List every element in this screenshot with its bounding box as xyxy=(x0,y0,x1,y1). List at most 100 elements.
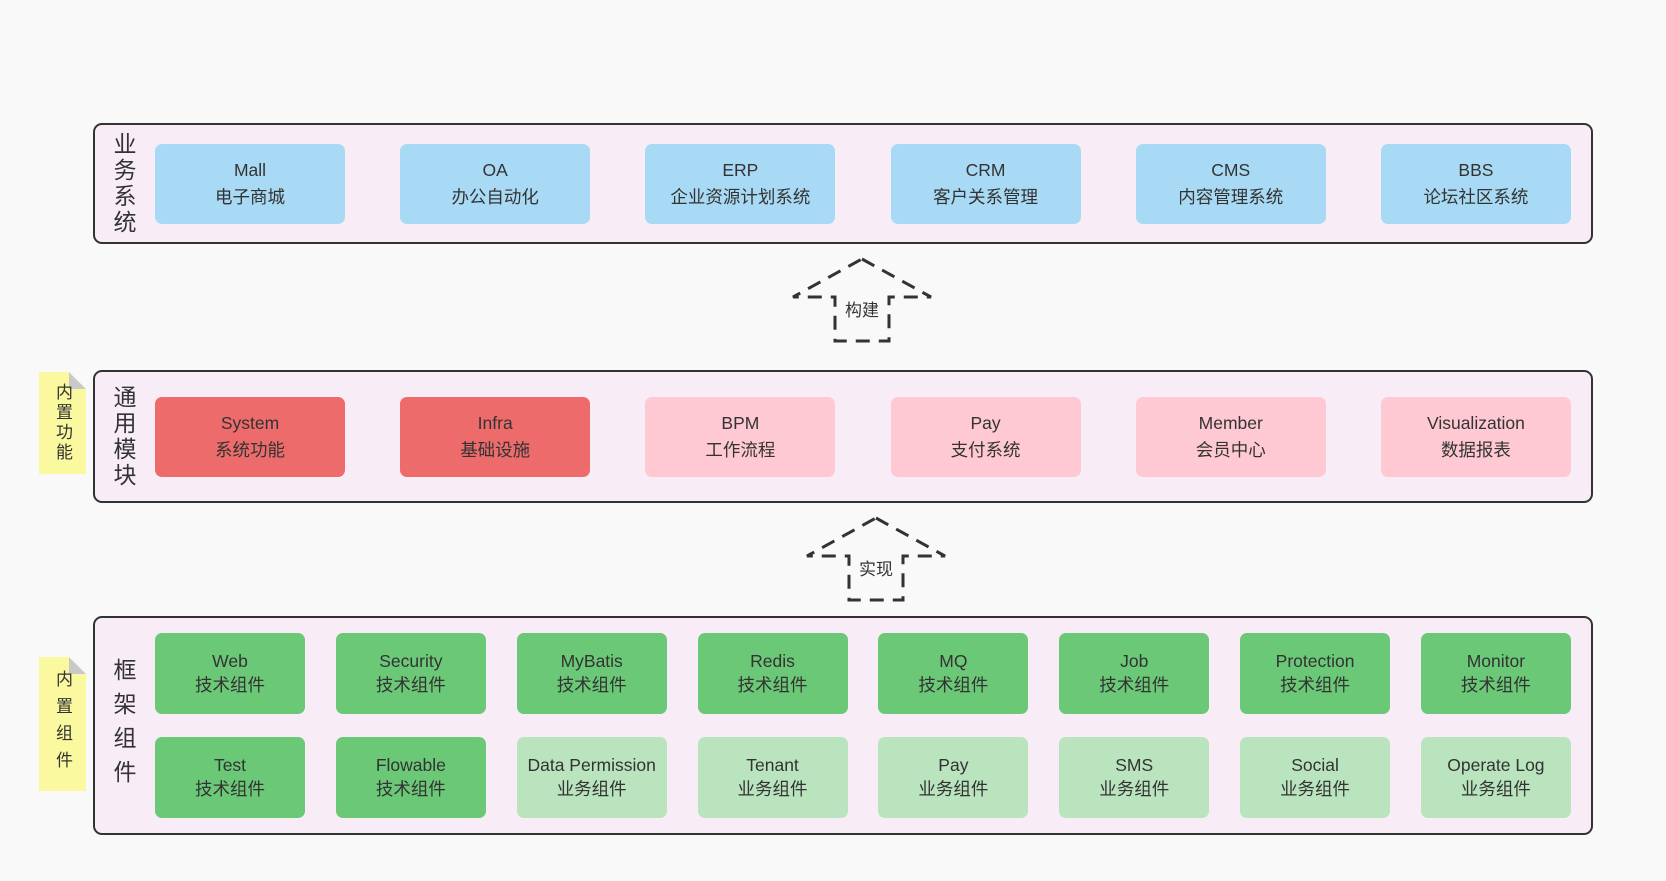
box-subtitle: 客户关系管理 xyxy=(933,186,1039,207)
box-title: System xyxy=(220,413,280,434)
box-title: Member xyxy=(1198,413,1263,434)
framework-components-vertical-label: 框架组件 xyxy=(110,657,136,794)
box-subtitle: 系统功能 xyxy=(215,439,285,460)
build-arrow-up-icon: 构建 xyxy=(792,257,932,343)
box-subtitle: 业务组件 xyxy=(1099,778,1170,799)
box-title: BPM xyxy=(721,413,760,434)
box-subtitle: 技术组件 xyxy=(195,674,265,695)
arrow-outline xyxy=(806,516,946,602)
box-title: Security xyxy=(379,650,443,671)
framework-box-social: Social 业务组件 xyxy=(1240,737,1391,818)
box-title: Mall xyxy=(233,160,267,181)
business-systems-vertical-label: 业务系统 xyxy=(110,131,136,236)
business-box-erp: ERP 企业资源计划系统 xyxy=(645,143,836,224)
built-in-features-note-label: 内置功能 xyxy=(53,383,72,463)
box-title: OA xyxy=(482,160,508,181)
implement-arrow-up-icon: 实现 xyxy=(806,516,946,602)
box-subtitle: 数据报表 xyxy=(1440,439,1511,460)
framework-box-tenant: Tenant 业务组件 xyxy=(697,737,848,818)
framework-box-operate-log: Operate Log 业务组件 xyxy=(1420,737,1571,818)
box-title: Data Permission xyxy=(527,754,656,775)
box-title: Flowable xyxy=(375,754,446,775)
framework-box-security: Security 技术组件 xyxy=(335,633,486,714)
business-systems-boxes: Mall 电子商城 OA 办公自动化 ERP 企业资源计划系统 CRM 客户关系… xyxy=(141,125,1591,242)
framework-box-pay: Pay 业务组件 xyxy=(878,737,1029,818)
built-in-components-note-label: 内置组件 xyxy=(53,670,72,778)
box-subtitle: 技术组件 xyxy=(556,674,627,695)
box-title: Web xyxy=(212,650,248,671)
module-box-infra: Infra 基础设施 xyxy=(400,396,591,477)
business-box-cms: CMS 内容管理系统 xyxy=(1135,143,1326,224)
box-subtitle: 技术组件 xyxy=(737,674,808,695)
framework-box-sms: SMS 业务组件 xyxy=(1059,737,1210,818)
box-title: BBS xyxy=(1458,160,1494,181)
framework-box-mq: MQ 技术组件 xyxy=(878,633,1029,714)
box-subtitle: 工作流程 xyxy=(705,439,776,460)
box-subtitle: 技术组件 xyxy=(918,674,989,695)
box-subtitle: 内容管理系统 xyxy=(1178,186,1284,207)
box-subtitle: 技术组件 xyxy=(195,778,265,799)
box-subtitle: 电子商城 xyxy=(215,186,285,207)
business-systems-container: 业务系统 Mall 电子商城 OA 办公自动化 ERP 企业资源计划系统 CRM… xyxy=(93,123,1593,244)
business-box-crm: CRM 客户关系管理 xyxy=(890,143,1081,224)
framework-box-monitor: Monitor 技术组件 xyxy=(1420,633,1571,714)
box-title: Test xyxy=(213,754,247,775)
box-subtitle: 论坛社区系统 xyxy=(1423,186,1529,207)
common-modules-vertical-label: 通用模块 xyxy=(110,384,136,489)
box-subtitle: 技术组件 xyxy=(1099,674,1170,695)
box-title: Social xyxy=(1291,754,1339,775)
module-box-member: Member 会员中心 xyxy=(1135,396,1326,477)
framework-box-flowable: Flowable 技术组件 xyxy=(335,737,486,818)
common-modules-container: 通用模块 System 系统功能 Infra 基础设施 BPM 工作流程 Pay… xyxy=(93,370,1593,503)
box-title: Redis xyxy=(750,650,795,671)
box-subtitle: 技术组件 xyxy=(375,778,446,799)
box-title: Infra xyxy=(477,413,513,434)
module-box-pay: Pay 支付系统 xyxy=(890,396,1081,477)
box-subtitle: 企业资源计划系统 xyxy=(670,186,811,207)
box-title: MQ xyxy=(939,650,968,671)
box-title: Protection xyxy=(1275,650,1355,671)
framework-box-test: Test 技术组件 xyxy=(155,737,305,818)
framework-row-2: Test 技术组件 Flowable 技术组件 Data Permission … xyxy=(155,737,1571,818)
box-subtitle: 业务组件 xyxy=(556,778,627,799)
framework-box-mybatis: MyBatis 技术组件 xyxy=(516,633,667,714)
box-title: Pay xyxy=(938,754,969,775)
framework-box-web: Web 技术组件 xyxy=(155,633,305,714)
module-box-system: System 系统功能 xyxy=(155,396,345,477)
framework-components-container: 框架组件 Web 技术组件 Security 技术组件 MyBatis 技术组件… xyxy=(93,616,1593,835)
box-title: MyBatis xyxy=(560,650,623,671)
box-subtitle: 基础设施 xyxy=(460,439,531,460)
box-subtitle: 支付系统 xyxy=(950,439,1021,460)
framework-row-1: Web 技术组件 Security 技术组件 MyBatis 技术组件 Redi… xyxy=(155,633,1571,714)
framework-box-protection: Protection 技术组件 xyxy=(1240,633,1391,714)
module-box-visualization: Visualization 数据报表 xyxy=(1380,396,1571,477)
box-title: Monitor xyxy=(1466,650,1526,671)
box-subtitle: 会员中心 xyxy=(1195,439,1266,460)
built-in-features-sticky-note: 内置功能 xyxy=(39,372,86,474)
box-subtitle: 技术组件 xyxy=(1460,674,1531,695)
box-title: Pay xyxy=(970,413,1001,434)
box-title: CMS xyxy=(1211,160,1251,181)
framework-box-job: Job 技术组件 xyxy=(1059,633,1210,714)
business-box-oa: OA 办公自动化 xyxy=(400,143,591,224)
box-subtitle: 办公自动化 xyxy=(451,186,539,207)
box-title: Job xyxy=(1120,650,1149,671)
box-subtitle: 技术组件 xyxy=(1280,674,1351,695)
business-box-bbs: BBS 论坛社区系统 xyxy=(1380,143,1571,224)
box-title: ERP xyxy=(722,160,759,181)
built-in-components-sticky-note: 内置组件 xyxy=(39,657,86,791)
box-subtitle: 业务组件 xyxy=(1460,778,1531,799)
module-box-bpm: BPM 工作流程 xyxy=(645,396,836,477)
box-title: Operate Log xyxy=(1447,754,1545,775)
box-title: Visualization xyxy=(1426,413,1525,434)
framework-components-grid: Web 技术组件 Security 技术组件 MyBatis 技术组件 Redi… xyxy=(141,618,1591,833)
box-title: CRM xyxy=(965,160,1006,181)
box-title: Tenant xyxy=(746,754,799,775)
box-subtitle: 业务组件 xyxy=(737,778,808,799)
arrow-outline xyxy=(792,257,932,343)
box-subtitle: 技术组件 xyxy=(375,674,446,695)
box-subtitle: 业务组件 xyxy=(918,778,989,799)
box-title: SMS xyxy=(1115,754,1154,775)
framework-box-data-permission: Data Permission 业务组件 xyxy=(516,737,667,818)
box-subtitle: 业务组件 xyxy=(1280,778,1351,799)
